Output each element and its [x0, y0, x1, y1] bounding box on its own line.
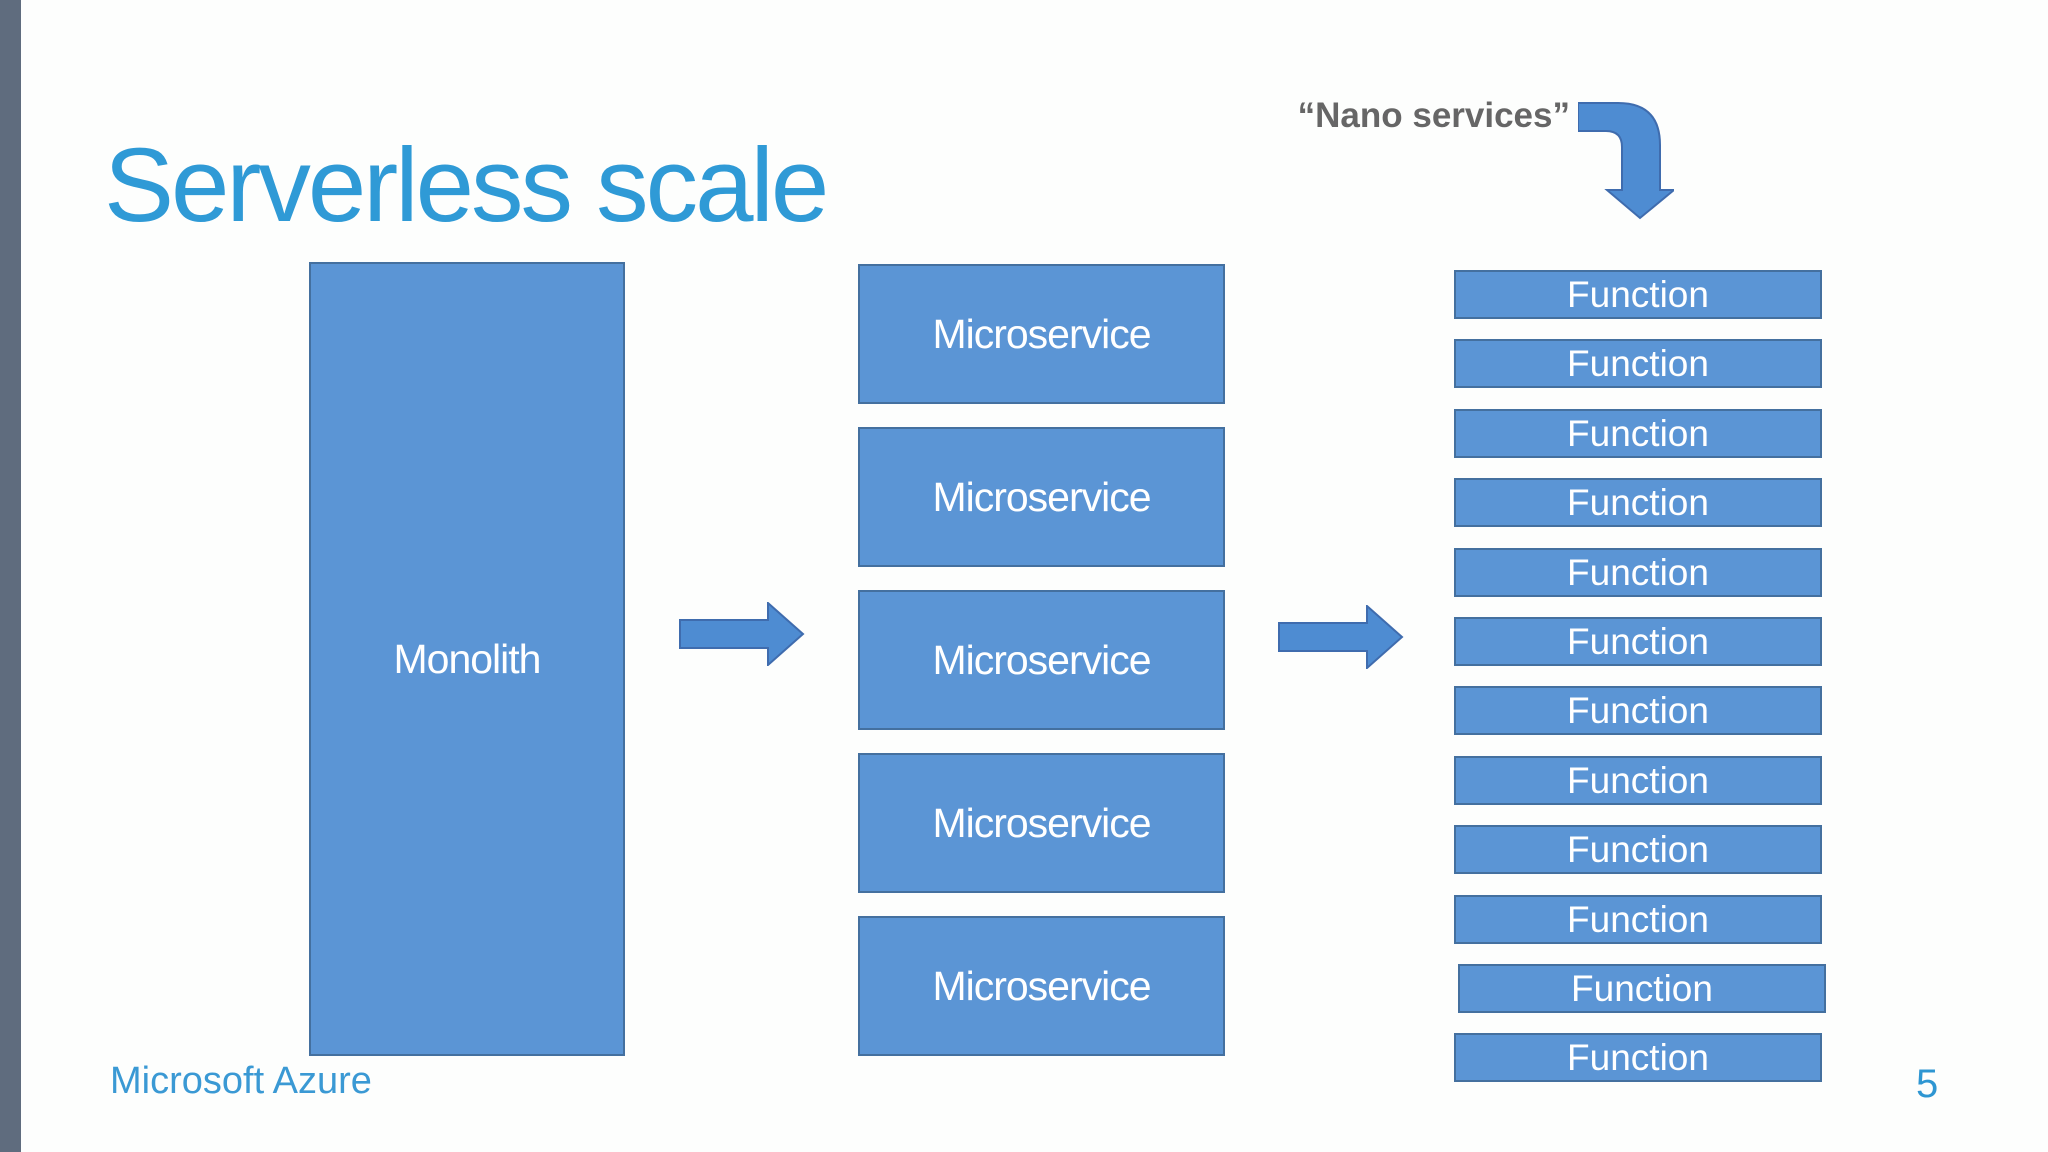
function-box: Function: [1454, 895, 1822, 944]
box-label: Function: [1567, 620, 1709, 662]
microservice-box: Microservice: [858, 264, 1225, 404]
function-box: Function: [1454, 1033, 1822, 1082]
box-label: Function: [1567, 689, 1709, 731]
box-label: Function: [1567, 481, 1709, 523]
microservice-box: Microservice: [858, 753, 1225, 893]
box-label: Function: [1567, 1036, 1709, 1078]
box-label: Microservice: [932, 636, 1151, 683]
box-label: Function: [1567, 828, 1709, 870]
function-box: Function: [1454, 825, 1822, 874]
box-label: Function: [1567, 759, 1709, 801]
box-label: Function: [1567, 898, 1709, 940]
box-label: Function: [1571, 967, 1713, 1009]
right-arrow-icon: [1278, 605, 1404, 669]
function-box: Function: [1458, 964, 1826, 1013]
nano-services-label: “Nano services”: [1297, 96, 1570, 135]
function-box: Function: [1454, 548, 1822, 597]
right-arrow-shape: [679, 602, 805, 666]
function-box: Function: [1454, 339, 1822, 388]
elbow-down-arrow-shape: [1578, 102, 1674, 220]
left-edge-strip: [0, 0, 21, 1152]
monolith-box: Monolith: [309, 262, 625, 1056]
box-label: Function: [1567, 551, 1709, 593]
microservice-box: Microservice: [858, 427, 1225, 567]
slide-title: Serverless scale: [104, 127, 829, 244]
page-number: 5: [1916, 1062, 1939, 1106]
elbow-down-arrow-icon: [1578, 102, 1674, 220]
box-label: Function: [1567, 342, 1709, 384]
box-label: Function: [1567, 273, 1709, 315]
box-label: Function: [1567, 412, 1709, 454]
function-box: Function: [1454, 409, 1822, 458]
microservice-box: Microservice: [858, 590, 1225, 730]
right-arrow-icon: [679, 602, 805, 666]
box-label: Monolith: [393, 635, 542, 682]
box-label: Microservice: [932, 310, 1151, 357]
function-box: Function: [1454, 478, 1822, 527]
function-box: Function: [1454, 686, 1822, 735]
box-label: Microservice: [932, 962, 1151, 1009]
function-box: Function: [1454, 270, 1822, 319]
right-arrow-shape: [1278, 605, 1404, 669]
function-box: Function: [1454, 756, 1822, 805]
box-label: Microservice: [932, 473, 1151, 520]
microservice-box: Microservice: [858, 916, 1225, 1056]
footer-brand: Microsoft Azure: [110, 1060, 372, 1102]
function-box: Function: [1454, 617, 1822, 666]
box-label: Microservice: [932, 799, 1151, 846]
